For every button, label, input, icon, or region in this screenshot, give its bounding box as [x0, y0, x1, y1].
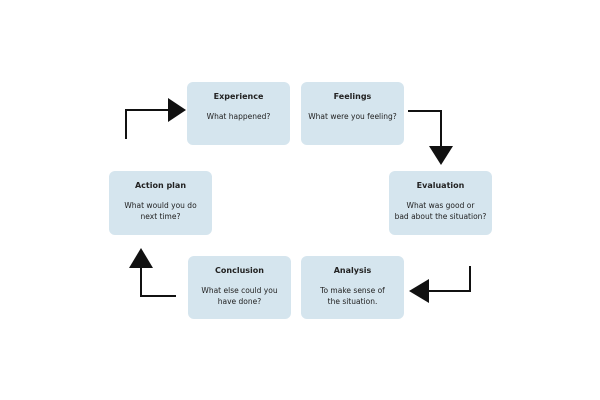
node-title: Feelings	[333, 92, 372, 101]
node-text: What were you feeling?	[308, 112, 397, 121]
arrow-evaluation-to-analysis	[409, 266, 471, 303]
node-conclusion: Conclusion What else could you have done…	[188, 256, 291, 319]
node-analysis: Analysis To make sense of the situation.	[301, 256, 404, 319]
node-feelings: Feelings What were you feeling?	[301, 82, 404, 145]
node-text: What was good or bad about the situation…	[394, 201, 487, 221]
node-experience: Experience What happened?	[187, 82, 290, 145]
arrow-feelings-to-evaluation	[408, 110, 453, 165]
node-title: Experience	[213, 92, 264, 101]
node-title: Evaluation	[416, 181, 465, 190]
node-text: What else could you have done?	[201, 286, 278, 306]
node-action-plan: Action plan What would you do next time?	[109, 171, 212, 235]
node-text: To make sense of the situation.	[320, 286, 385, 306]
arrow-conclusion-to-action	[129, 248, 176, 297]
node-title: Conclusion	[215, 266, 264, 275]
node-title: Action plan	[134, 181, 187, 190]
node-title: Analysis	[333, 266, 372, 275]
node-evaluation: Evaluation What was good or bad about th…	[389, 171, 492, 235]
node-text: What happened?	[206, 112, 271, 121]
node-text: What would you do next time?	[124, 201, 197, 221]
arrow-action-to-experience	[125, 98, 186, 139]
